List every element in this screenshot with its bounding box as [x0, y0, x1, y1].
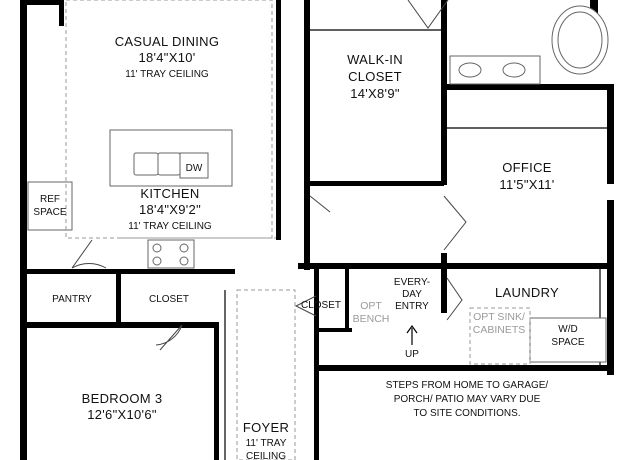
walk-in-closet-name-1: WALK-IN: [347, 52, 403, 67]
foyer-note-2: CEILING: [246, 451, 286, 460]
closet-left-name: CLOSET: [149, 294, 189, 305]
walk-in-closet-size: 14'X8'9": [350, 86, 400, 101]
ref-space-line2: SPACE: [33, 207, 66, 218]
casual-dining-label: CASUAL DINING 18'4"X10' 11' TRAY CEILING: [115, 34, 220, 80]
steps-note-2: PORCH/ PATIO MAY VARY DUE: [394, 394, 541, 405]
steps-note-1: STEPS FROM HOME TO GARAGE/: [386, 380, 549, 391]
kitchen-island: [109, 129, 233, 187]
up-arrow: [406, 324, 418, 345]
bedroom-3-label: BEDROOM 3 12'6"X10'6": [82, 391, 163, 422]
wd-space-line2: SPACE: [551, 337, 584, 348]
vanity: [449, 55, 541, 85]
casual-dining-note: 11' TRAY CEILING: [125, 69, 209, 80]
pantry-name: PANTRY: [52, 294, 92, 305]
foyer-note-1: 11' TRAY: [246, 438, 287, 449]
dashed-outlines: [65, 0, 531, 460]
casual-dining-size: 18'4"X10': [138, 50, 195, 65]
everyday-entry-line1: EVERY-: [394, 277, 430, 288]
closet-center-name: CLOSET: [301, 300, 341, 311]
opt-bench-line1: OPT: [360, 300, 382, 312]
kitchen-size: 18'4"X9'2": [139, 202, 201, 217]
bathtub: [551, 5, 609, 75]
ref-space-box: [27, 181, 73, 231]
dw-label: DW: [186, 163, 203, 174]
wd-space-box: [529, 317, 607, 363]
doors: [71, 0, 467, 351]
walk-in-closet-label: WALK-IN CLOSET 14'X8'9": [347, 52, 403, 101]
everyday-entry-label: EVERY- DAY ENTRY: [394, 277, 430, 312]
opt-bench-line2: BENCH: [353, 313, 390, 325]
office-size: 11'5"X11': [499, 177, 554, 192]
casual-dining-name: CASUAL DINING: [115, 34, 220, 49]
walls: [20, 0, 614, 460]
up-label: UP: [405, 349, 419, 360]
opt-sink-line1: OPT SINK/: [473, 311, 525, 323]
steps-note-3: TO SITE CONDITIONS.: [413, 408, 520, 419]
ref-space-line1: REF: [40, 194, 60, 205]
bedroom-3-name: BEDROOM 3: [82, 391, 163, 406]
everyday-entry-line2: DAY: [402, 289, 422, 300]
cooktop: [147, 239, 195, 269]
kitchen-note: 11' TRAY CEILING: [128, 221, 212, 232]
opt-sink-line2: CABINETS: [473, 324, 526, 336]
office-name: OFFICE: [502, 160, 551, 175]
foyer-label: FOYER 11' TRAY CEILING: [243, 420, 289, 460]
laundry-name: LAUNDRY: [495, 285, 559, 300]
steps-note: STEPS FROM HOME TO GARAGE/ PORCH/ PATIO …: [386, 380, 549, 419]
wd-space-line1: W/D: [558, 324, 577, 335]
kitchen-label: KITCHEN 18'4"X9'2" 11' TRAY CEILING: [128, 186, 212, 232]
office-label: OFFICE 11'5"X11': [499, 160, 554, 192]
foyer-name: FOYER: [243, 420, 289, 435]
walk-in-closet-name-2: CLOSET: [348, 69, 402, 84]
everyday-entry-line3: ENTRY: [395, 301, 429, 312]
bedroom-3-size: 12'6"X10'6": [87, 407, 157, 422]
kitchen-name: KITCHEN: [140, 186, 199, 201]
